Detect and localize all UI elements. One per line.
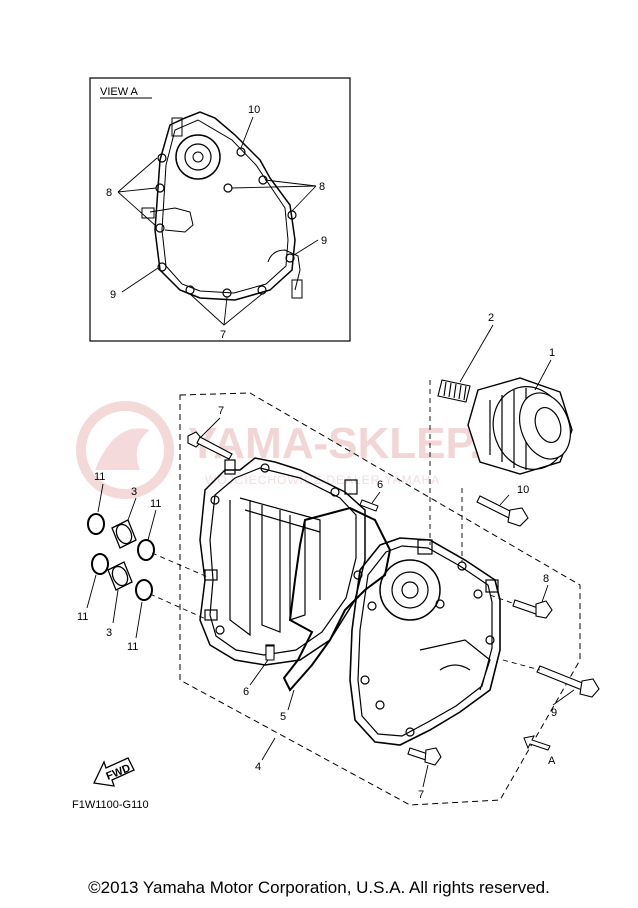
watermark-logo-mark-icon	[95, 428, 150, 470]
watermark-logo-icon	[76, 401, 174, 499]
view-a-panel	[89, 77, 351, 342]
copyright-notice: ©2013 Yamaha Motor Corporation, U.S.A. A…	[88, 878, 550, 897]
diagram-code: F1W1100-G110	[72, 799, 149, 811]
part-label-2: 2	[488, 312, 494, 324]
bolts	[187, 431, 600, 766]
alignment-lines	[149, 380, 541, 671]
fwd-arrow-icon	[93, 757, 135, 787]
watermark-sub: WOJCIECHOWICZ DEALER YAMAHA	[205, 473, 440, 487]
part-label-9: 9	[551, 707, 557, 719]
part-label-7-bottom: 7	[418, 789, 424, 801]
view-a-callout-9-left: 9	[110, 289, 116, 301]
part-label-10: 10	[517, 484, 529, 496]
part-label-6-bottom: 6	[243, 686, 249, 698]
part-label-1: 1	[549, 347, 555, 359]
oil-filter	[467, 377, 573, 475]
view-a-leaders	[117, 116, 319, 326]
part-label-3-top: 3	[131, 486, 137, 498]
view-a-frame	[89, 77, 351, 342]
view-a-callout-10: 10	[248, 104, 260, 116]
main-leaders	[86, 324, 575, 788]
part-label-7-top: 7	[218, 405, 224, 417]
crankcase-cover-outer	[349, 537, 501, 746]
part-label-4: 4	[255, 761, 261, 773]
view-a-bolt-holes	[155, 147, 297, 298]
fwd-label: FWD	[105, 762, 133, 783]
gasket	[282, 506, 392, 692]
view-a-cover-outline	[154, 111, 296, 301]
assembly-boundary	[179, 392, 581, 806]
view-a-title: VIEW A	[100, 86, 139, 98]
part-label-8: 8	[543, 573, 549, 585]
collars-and-orings	[87, 513, 155, 601]
crankcase-cover-inner	[199, 457, 366, 666]
part-label-11-top-right: 11	[150, 498, 161, 510]
view-arrow-label: A	[548, 755, 556, 767]
view-arrow-a	[523, 735, 551, 751]
view-a-callout-8-right: 8	[319, 181, 325, 193]
part-label-3-bottom: 3	[106, 627, 112, 639]
part-label-6-top: 6	[377, 479, 383, 491]
view-a-callout-9-right: 9	[321, 235, 327, 247]
union-bolt	[437, 379, 471, 403]
view-a-filter-boss	[175, 134, 221, 180]
dowels	[265, 499, 379, 661]
view-a-callout-8-left: 8	[106, 187, 112, 199]
part-label-11-bottom-left: 11	[77, 611, 88, 623]
part-label-11-bottom-right: 11	[127, 641, 138, 653]
part-label-11-top-left: 11	[94, 471, 105, 483]
part-label-5: 5	[280, 711, 286, 723]
view-a-callout-7: 7	[220, 329, 226, 341]
